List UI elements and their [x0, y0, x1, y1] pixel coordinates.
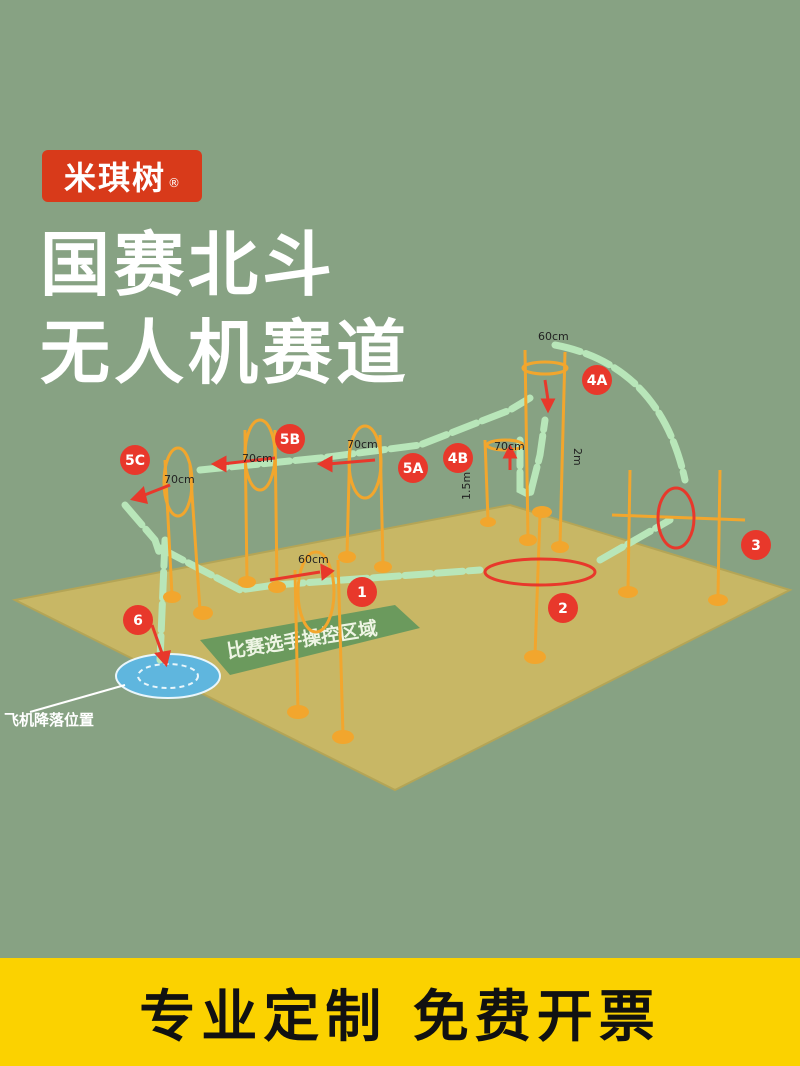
svg-text:6: 6 [133, 613, 143, 629]
hoops [162, 360, 569, 634]
dim-label: 2m [571, 448, 584, 466]
flight-arrows [130, 379, 556, 668]
headline-line-1: 国赛北斗 [40, 224, 336, 306]
footer-text: 专业定制 免费开票 [139, 984, 661, 1050]
marker-badge-5a: 5A [398, 453, 428, 483]
footer-banner: 专业定制 免费开票 [0, 958, 800, 1066]
dim-label: 60cm [538, 330, 569, 343]
marker-badge-2: 2 [548, 593, 578, 623]
brand-name: 米琪树 [63, 159, 166, 197]
marker-badge-3: 3 [741, 530, 771, 560]
dim-label: 60cm [298, 553, 329, 566]
svg-text:4A: 4A [587, 373, 608, 389]
dim-label: 70cm [494, 440, 525, 453]
pole-bases [163, 506, 728, 744]
dim-label: 1.5m [460, 472, 473, 500]
operator-zone [200, 605, 420, 675]
tube-track [121, 341, 689, 664]
svg-text:5B: 5B [280, 432, 300, 448]
svg-text:1: 1 [357, 585, 367, 601]
svg-text:2: 2 [558, 601, 568, 617]
dim-label: 70cm [242, 452, 273, 465]
marker-badge-4a: 4A [582, 365, 612, 395]
marker-badge-1: 1 [347, 577, 377, 607]
marker-badge-5c: 5C [120, 445, 150, 475]
registered-mark: ® [168, 176, 180, 190]
marker-badge-4b: 4B [443, 443, 473, 473]
marker-badge-6: 6 [123, 605, 153, 635]
svg-text:3: 3 [751, 538, 761, 554]
dim-label: 70cm [164, 473, 195, 486]
rotation-arrows [483, 486, 696, 587]
svg-text:4B: 4B [448, 451, 468, 467]
marker-badge-5b: 5B [275, 424, 305, 454]
brand-logo: 米琪树 ® [42, 150, 202, 202]
landing-pointer [29, 684, 126, 713]
headline-line-2: 无人机赛道 [40, 312, 410, 394]
svg-text:5C: 5C [125, 453, 145, 469]
dim-label: 70cm [347, 438, 378, 451]
landing-position-label: 飞机降落位置 [4, 711, 95, 729]
svg-text:5A: 5A [403, 461, 424, 477]
landing-pad-ring [137, 663, 199, 689]
